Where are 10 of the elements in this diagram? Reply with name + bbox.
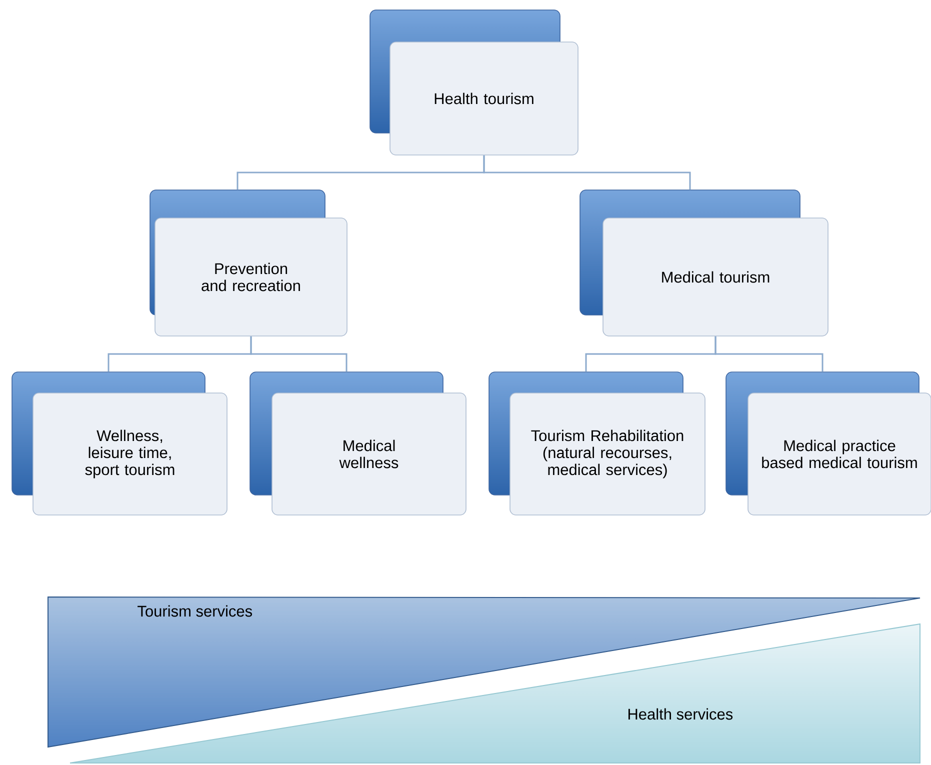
box: Wellness, leisure time, sport tourism [12,372,228,516]
box: Health tourism [370,10,578,156]
box: Tourism Rehabilitation (natural recourses, medical services) [488,372,706,516]
box: Medical tourism [580,190,828,336]
box: Medical wellness [250,372,466,516]
connector [483,155,691,190]
box: Medical practice based medical tourism [726,372,931,516]
box: Prevention and recreation [150,190,348,336]
connector [714,336,824,372]
connector [250,336,348,372]
